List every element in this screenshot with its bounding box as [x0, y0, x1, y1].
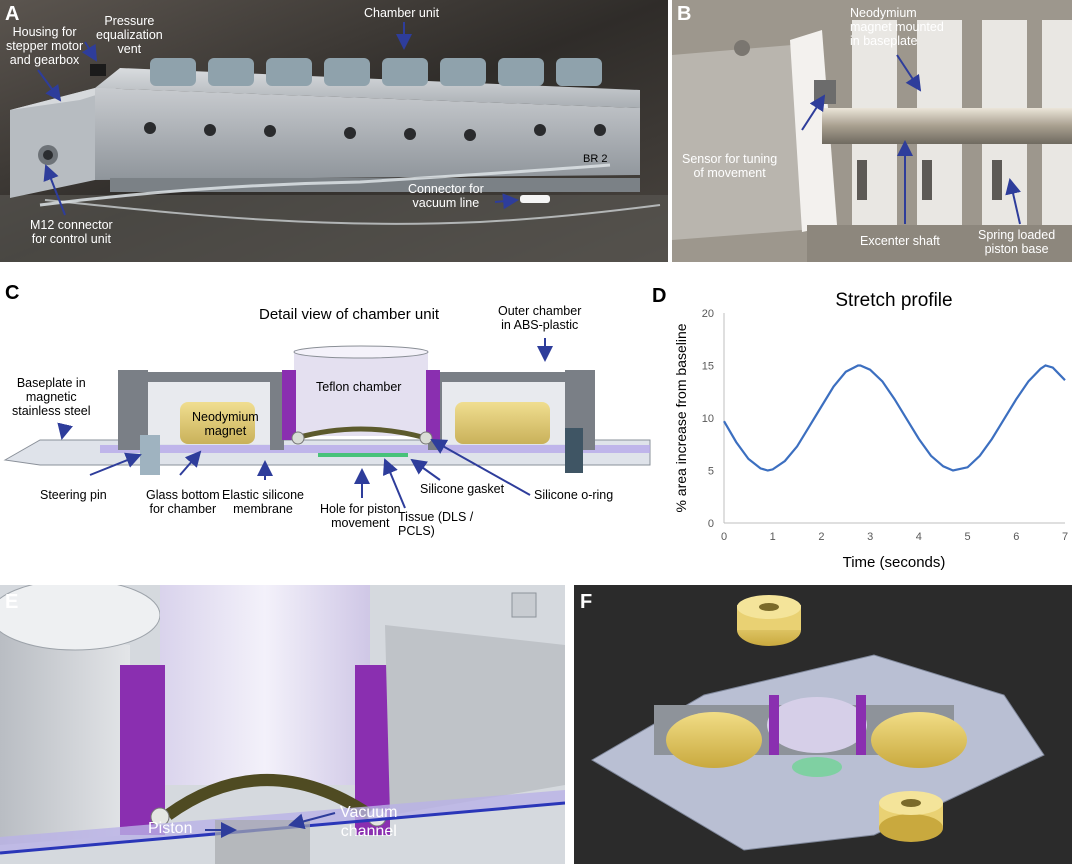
annotation-line: Elastic silicone: [222, 488, 304, 502]
panel-c-diagram: [3, 338, 651, 509]
annotation-line: magnetic: [25, 390, 77, 404]
panel-a-photo: [0, 0, 668, 262]
annotation-line: Tissue (DLS /: [398, 510, 474, 524]
x-tick-label: 7: [1062, 531, 1068, 543]
annotation-vacuum-channel: Vacuum channel: [340, 803, 398, 841]
annotation-line: Glass bottom: [146, 488, 220, 502]
annotation-line: piston base: [984, 242, 1049, 256]
panel-f-label: F: [580, 591, 593, 613]
annotation-membrane: Elastic silicone membrane: [222, 488, 304, 516]
annotation-gasket: Silicone gasket: [420, 482, 505, 496]
x-tick-label: 5: [965, 531, 971, 543]
y-tick-label: 0: [708, 518, 714, 530]
annotation-spring-piston: Spring loaded piston base: [978, 228, 1055, 256]
panel-e-render: [0, 585, 565, 864]
annotation-magnet-baseplate: Neodymium magnet mounted in baseplate: [850, 6, 944, 48]
panel-e-label: E: [5, 591, 19, 613]
annotation-outer-chamber: Outer chamber in ABS-plastic: [498, 304, 581, 332]
annotation-line: for control unit: [31, 232, 111, 246]
annotation-sensor: Sensor for tuning of movement: [682, 152, 777, 180]
annotation-line: stainless steel: [12, 404, 91, 418]
x-axis-label: Time (seconds): [843, 554, 946, 571]
panel-c-title: Detail view of chamber unit: [259, 306, 440, 323]
annotation-line: Housing for: [12, 25, 77, 39]
panel-f-render: [574, 585, 1072, 864]
annotation-tissue: Tissue (DLS / PCLS): [398, 510, 473, 538]
panel-b-label: B: [677, 3, 692, 25]
annotation-excenter-shaft: Excenter shaft: [860, 234, 940, 248]
annotation-line: Pressure: [104, 14, 155, 28]
annotation-line: PCLS): [398, 524, 435, 538]
annotation-line: in baseplate: [850, 34, 918, 48]
tag-label: BR 2: [583, 153, 608, 165]
annotation-vent: Pressure equalization vent: [96, 14, 163, 56]
annotation-oring: Silicone o-ring: [534, 488, 614, 502]
view-cube-icon: [511, 592, 537, 618]
annotation-line: magnet: [204, 424, 247, 438]
y-tick-label: 20: [702, 308, 714, 320]
annotation-line: M12 connector: [30, 218, 113, 232]
annotation-steering-pin: Steering pin: [40, 488, 107, 502]
annotation-neodymium: Neodymium magnet: [192, 410, 259, 438]
annotation-teflon: Teflon chamber: [316, 380, 402, 394]
annotation-line: Vacuum: [340, 804, 398, 821]
annotation-glass-bottom: Glass bottom for chamber: [146, 488, 220, 516]
chamber-units: [150, 58, 602, 86]
x-tick-label: 6: [1013, 531, 1019, 543]
annotation-line: Spring loaded: [978, 228, 1056, 242]
annotation-hole: Hole for piston movement: [320, 502, 401, 530]
panel-b-photo: [672, 0, 1072, 262]
panel-d: D Stretch profile 0 1 2 3 4 5 6 7 0 5 10 15 20 Time …: [652, 280, 1072, 580]
annotation-line: Neodymium: [192, 410, 259, 424]
x-tick-label: 3: [867, 531, 873, 543]
annotation-line: Connector for: [408, 182, 484, 196]
panel-d-label: D: [652, 285, 667, 307]
annotation-line: magnet mounted: [850, 20, 944, 34]
annotation-line: movement: [331, 516, 390, 530]
y-tick-label: 5: [708, 466, 714, 478]
annotation-chamber-unit: Chamber unit: [364, 6, 440, 20]
annotation-line: Outer chamber: [498, 304, 582, 318]
annotation-housing: Housing for stepper motor and gearbox: [6, 25, 83, 67]
x-tick-label: 4: [916, 531, 922, 543]
annotation-line: equalization: [96, 28, 163, 42]
annotation-m12: M12 connector for control unit: [30, 218, 113, 246]
panel-e: E Piston Vacuum channel: [0, 585, 565, 864]
panel-b: B Neodymium magnet mounted in baseplate …: [672, 0, 1072, 262]
annotation-vacuum-connector: Connector for vacuum line: [408, 182, 484, 210]
panel-a: A Housing for stepper motor and gearbox …: [0, 0, 668, 262]
annotation-baseplate: Baseplate in magnetic stainless steel: [12, 376, 91, 418]
annotation-line: vacuum line: [412, 196, 480, 210]
series-line: [723, 364, 1066, 472]
annotation-line: Baseplate in: [16, 376, 86, 390]
panel-a-label: A: [5, 3, 20, 25]
stretch-profile-chart: 0 1 2 3 4 5 6 7 0 5 10 15 20 Time (seconds) % area i…: [673, 308, 1068, 571]
tick-labels: 0 1 2 3 4 5 6 7 0 5 10 15 20: [702, 308, 1068, 543]
annotation-line: stepper motor: [6, 39, 84, 53]
annotation-line: membrane: [233, 502, 293, 516]
x-tick-label: 0: [721, 531, 727, 543]
annotation-line: of movement: [693, 166, 766, 180]
annotation-line: Neodymium: [850, 6, 917, 20]
x-tick-label: 2: [818, 531, 824, 543]
annotation-piston: Piston: [148, 820, 193, 837]
annotation-line: channel: [340, 823, 397, 840]
y-axis-label: % area increase from baseline: [673, 323, 689, 512]
annotation-line: Sensor for tuning: [682, 152, 778, 166]
panel-c: C Detail view of chamber unit Outer cham…: [0, 280, 655, 550]
y-tick-label: 10: [702, 413, 714, 425]
panel-c-label: C: [5, 282, 20, 304]
annotation-line: for chamber: [149, 502, 217, 516]
panel-f: F: [574, 585, 1072, 864]
annotation-line: in ABS-plastic: [501, 318, 579, 332]
annotation-line: Hole for piston: [320, 502, 401, 516]
annotation-line: vent: [117, 42, 142, 56]
y-tick-label: 15: [702, 361, 714, 373]
annotation-line: and gearbox: [9, 53, 80, 67]
chart-title: Stretch profile: [835, 290, 953, 311]
x-tick-label: 1: [770, 531, 776, 543]
